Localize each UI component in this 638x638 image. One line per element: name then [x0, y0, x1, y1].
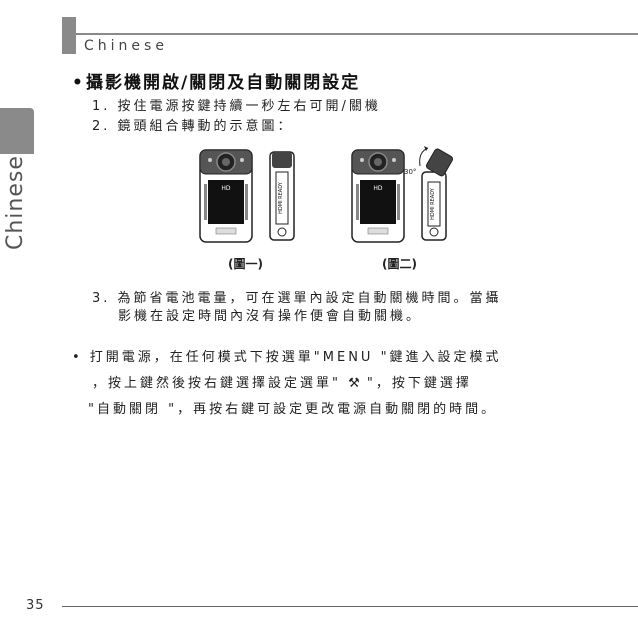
step-2: 2. 鏡頭組合轉動的示意圖：	[92, 119, 294, 134]
figure-1-caption: (圖一)	[228, 257, 263, 271]
instruction-line-3: "自動關閉 "，再按右鍵可設定更改電源自動關閉的時間。	[88, 402, 498, 417]
instruction-line-1: • 打開電源，在任何模式下按選單"MENU "鍵進入設定模式	[72, 350, 502, 365]
header-rule	[76, 33, 638, 35]
step-3-continued: 影機在設定時間內沒有操作便會自動關機。	[118, 309, 423, 324]
bullet-icon: •	[72, 73, 85, 93]
figure-2-camera: HD 30° HDMI READY	[351, 146, 454, 243]
figure-1-device-label: HDMI READY	[278, 181, 284, 214]
figure-1-camera: HD HDMI READY	[199, 149, 295, 243]
figure-1-logo: HD	[221, 185, 231, 192]
header-block	[62, 17, 76, 54]
header-language-label: Chinese	[84, 38, 168, 54]
side-tab	[0, 108, 34, 154]
instruction-line-2: ，按上鍵然後按右鍵選擇設定選單" ⚒ "，按下鍵選擇	[92, 372, 472, 391]
figure-2-logo: HD	[373, 185, 383, 192]
instruction-line-2b: "，按下鍵選擇	[359, 376, 472, 391]
step-1: 1. 按住電源按鍵持續一秒左右可開/關機	[92, 99, 381, 114]
settings-tool-icon: ⚒	[348, 376, 360, 391]
section-title: •攝影機開啟/關閉及自動關閉設定	[72, 68, 360, 93]
side-language-label: Chinese	[3, 155, 28, 250]
page-number: 35	[26, 598, 45, 613]
instruction-line-2a: ，按上鍵然後按右鍵選擇設定選單"	[92, 376, 349, 391]
figure-2-caption: (圖二)	[382, 257, 417, 271]
footer-rule	[62, 606, 638, 607]
step-3: 3. 為節省電池電量，可在選單內設定自動關機時間。當攝	[92, 291, 502, 306]
figure-2-angle: 30°	[404, 168, 416, 176]
section-title-text: 攝影機開啟/關閉及自動關閉設定	[86, 73, 361, 93]
figure-2-device-label: HDMI READY	[430, 187, 436, 220]
